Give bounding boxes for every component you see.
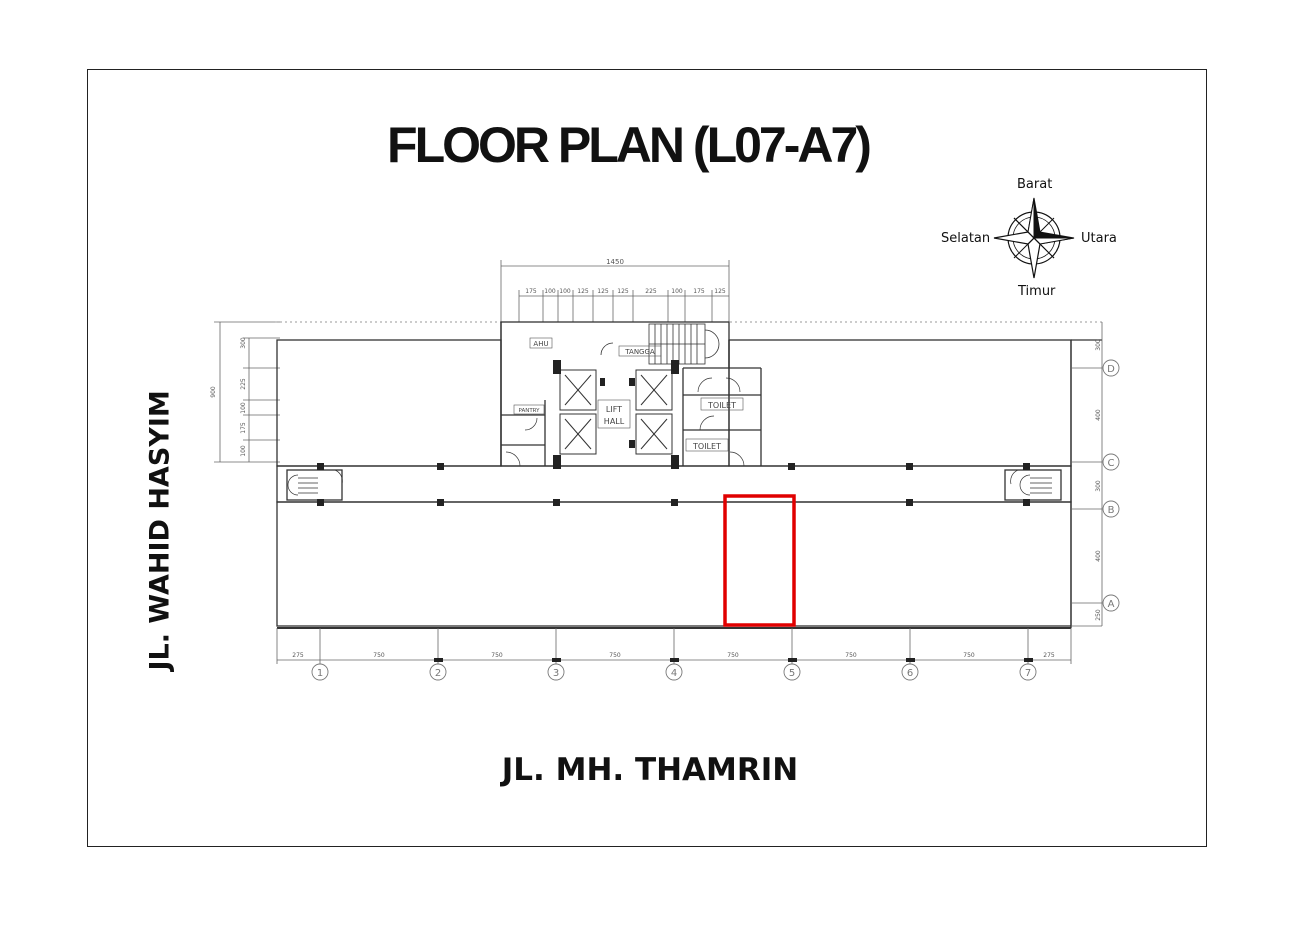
grid-column-label: 7 bbox=[1025, 668, 1031, 679]
dim-top-part: 125 bbox=[714, 288, 726, 295]
dim-top-part: 125 bbox=[577, 288, 589, 295]
dim-top-part: 175 bbox=[525, 288, 537, 295]
main-stair bbox=[600, 323, 720, 365]
dim-bottom: 275 bbox=[292, 652, 304, 659]
dim-top-part: 125 bbox=[597, 288, 609, 295]
right-grid bbox=[1071, 322, 1103, 627]
bottom-grid-ticks bbox=[434, 658, 1033, 662]
room-label-toilet-lower: TOILET bbox=[692, 442, 721, 451]
dim-bottom: 750 bbox=[373, 652, 385, 659]
dim-left-part: 225 bbox=[240, 378, 247, 390]
side-stairs bbox=[287, 469, 1052, 496]
room-label-ahu: AHU bbox=[533, 340, 548, 348]
dim-top-part: 100 bbox=[544, 288, 556, 295]
compass-label-bottom: Timur bbox=[1018, 284, 1056, 299]
dim-left-part: 175 bbox=[240, 422, 247, 434]
grid-column-label: 4 bbox=[671, 668, 677, 679]
dim-top-part: 175 bbox=[693, 288, 705, 295]
building-walls bbox=[276, 321, 1102, 629]
room-label-toilet-upper: TOILET bbox=[707, 401, 736, 410]
top-dimensions bbox=[500, 260, 730, 322]
compass-label-left: Selatan bbox=[941, 231, 991, 246]
room-label-tangga: TANGGA bbox=[624, 348, 655, 356]
lift-cores bbox=[559, 369, 673, 455]
compass-label-top: Barat bbox=[1017, 177, 1053, 192]
room-label-lift: LIFT bbox=[606, 405, 622, 414]
dim-bottom: 750 bbox=[491, 652, 503, 659]
drawing-frame bbox=[87, 69, 1207, 847]
dim-top-total: 1450 bbox=[606, 258, 624, 266]
street-label-left: JL. WAHID HASYIM bbox=[144, 390, 176, 671]
grid-row-label: A bbox=[1108, 599, 1115, 610]
row-grid-bubbles bbox=[1102, 359, 1120, 612]
dim-right: 300 bbox=[1095, 480, 1102, 492]
grid-column-label: 3 bbox=[553, 668, 559, 679]
dim-right: 250 bbox=[1095, 609, 1102, 621]
dim-left-part: 300 bbox=[240, 337, 247, 349]
room-label-pantry: PANTRY bbox=[518, 408, 540, 414]
grid-column-label: 1 bbox=[317, 668, 323, 679]
page-title: FLOOR PLAN (L07-A7) bbox=[387, 117, 872, 173]
compass-label-right: Utara bbox=[1081, 231, 1117, 246]
dim-top-part: 100 bbox=[671, 288, 683, 295]
room-label-hall: HALL bbox=[604, 417, 625, 426]
highlighted-unit[interactable] bbox=[723, 494, 796, 627]
grid-row-label: D bbox=[1107, 364, 1115, 375]
left-dimensions bbox=[214, 321, 280, 463]
dim-right: 400 bbox=[1095, 409, 1102, 421]
grid-column-label: 5 bbox=[789, 668, 795, 679]
compass-rose-icon bbox=[993, 197, 1075, 279]
column-grid-bubbles bbox=[311, 663, 1037, 681]
dim-left-total: 900 bbox=[210, 386, 217, 398]
dim-bottom: 750 bbox=[609, 652, 621, 659]
dim-bottom: 750 bbox=[727, 652, 739, 659]
grid-row-label: C bbox=[1108, 458, 1115, 469]
street-label-bottom: JL. MH. THAMRIN bbox=[501, 752, 799, 788]
dim-bottom: 750 bbox=[963, 652, 975, 659]
dim-bottom: 275 bbox=[1043, 652, 1055, 659]
dim-top-part: 100 bbox=[559, 288, 571, 295]
dim-top-part: 125 bbox=[617, 288, 629, 295]
dim-left-part: 100 bbox=[240, 445, 247, 457]
dim-left-part: 100 bbox=[240, 402, 247, 414]
dim-right: 300 bbox=[1095, 339, 1102, 351]
grid-column-label: 6 bbox=[907, 668, 913, 679]
dim-right: 400 bbox=[1095, 550, 1102, 562]
structural-columns bbox=[317, 360, 1030, 506]
grid-column-label: 2 bbox=[435, 668, 441, 679]
dim-bottom: 750 bbox=[845, 652, 857, 659]
dim-top-part: 225 bbox=[645, 288, 657, 295]
door-swings bbox=[505, 377, 745, 467]
grid-row-label: B bbox=[1108, 505, 1115, 516]
